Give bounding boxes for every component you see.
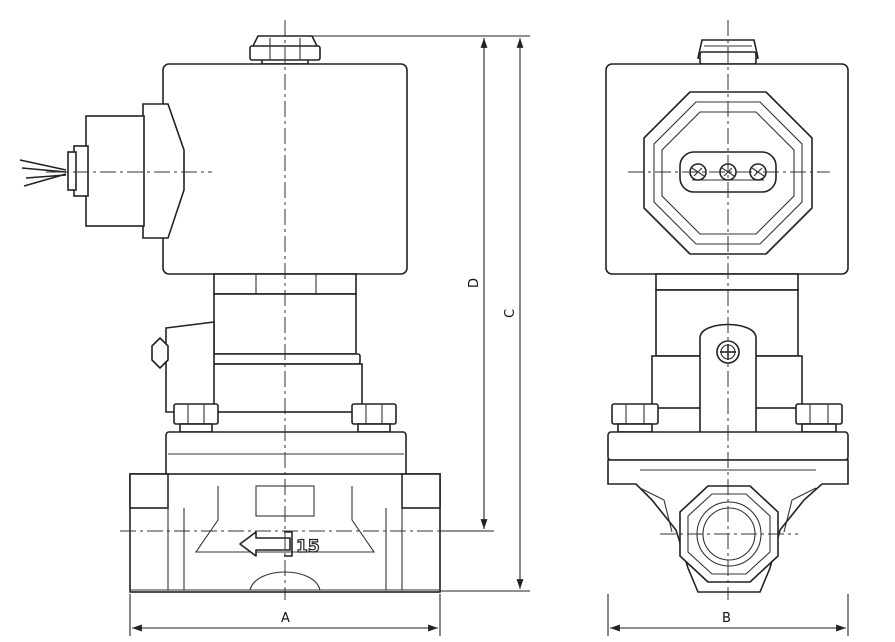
dimension-lines [129, 35, 849, 636]
side-view [605, 20, 849, 600]
flow-size-label: 15 [296, 537, 320, 557]
side-connector-socket [643, 91, 813, 255]
dimension-b-label: B [722, 611, 731, 626]
flow-direction-arrow [239, 531, 293, 557]
front-pilot-port [151, 321, 215, 413]
dimension-c-label: C [503, 309, 518, 318]
dimension-a-label: A [281, 611, 290, 626]
front-side-connector [19, 103, 185, 239]
front-view: 15 [19, 20, 484, 600]
dimension-d-label: D [467, 278, 482, 288]
